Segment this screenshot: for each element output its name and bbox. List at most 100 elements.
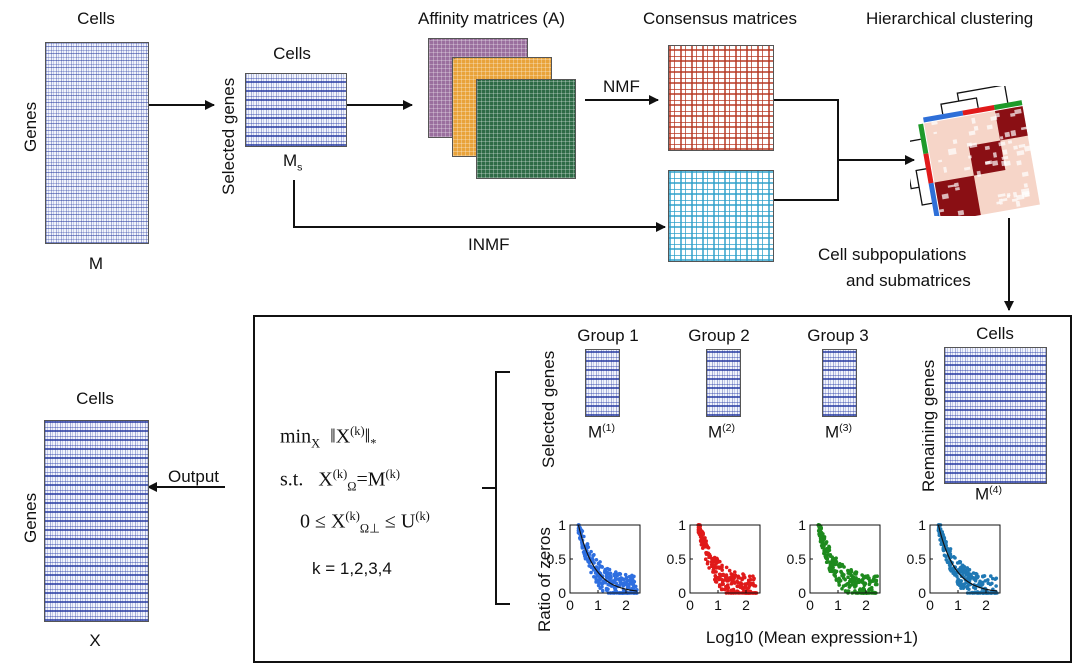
scatter-point-4 <box>964 580 968 585</box>
heatmap-speck <box>1001 197 1008 202</box>
scatter-point-2 <box>748 577 753 582</box>
heatmap-speck <box>931 121 938 126</box>
scatter-point-4 <box>964 572 969 577</box>
scatter-point-1 <box>608 574 612 579</box>
scatter-point-4 <box>994 584 998 588</box>
top-bar-3 <box>993 100 1023 110</box>
scatter-point-4 <box>961 570 966 575</box>
scatter-point-3 <box>830 559 835 563</box>
scatter-point-2 <box>745 586 750 591</box>
scatter-point-1 <box>582 534 586 539</box>
scatter-point-1 <box>618 578 623 583</box>
matrix-m <box>45 42 149 244</box>
consensus-matrix-inmf <box>668 170 774 262</box>
heatmap-speck <box>1003 160 1011 167</box>
scatter-point-2 <box>751 582 755 587</box>
heatmap-speck <box>1016 150 1025 156</box>
scatter-point-3 <box>849 569 854 574</box>
matrix-m4 <box>944 347 1047 484</box>
scatter-point-2 <box>718 574 723 579</box>
scatter-point-4 <box>955 580 960 585</box>
x-tick-label-2: 0 <box>686 597 694 613</box>
arrow-inmf <box>293 180 666 232</box>
heatmap-speck <box>1010 130 1017 137</box>
scatter-point-2 <box>706 545 711 550</box>
heatmap-speck <box>1002 149 1008 155</box>
scatter-point-2 <box>731 587 736 592</box>
scatter-point-1 <box>631 583 636 588</box>
scatter-point-3 <box>828 569 832 574</box>
scatter-point-2 <box>711 567 716 571</box>
nmf-label: NMF <box>603 77 640 96</box>
scatter-point-1 <box>623 572 628 577</box>
scatter-point-2 <box>707 553 711 557</box>
heatmap-speck <box>1011 198 1018 202</box>
scatter-point-2 <box>751 577 756 582</box>
scatter-point-3 <box>834 577 839 582</box>
inmf-label: INMF <box>468 235 510 254</box>
scatter-point-1 <box>600 588 605 593</box>
scatter-point-3 <box>842 572 846 577</box>
cluster-block-3 <box>994 106 1028 141</box>
scatter-point-1 <box>603 580 608 585</box>
heatmap-speck <box>997 193 1006 198</box>
heatmap-speck <box>984 160 993 165</box>
heatmap-speck <box>938 159 943 163</box>
matrix-m2 <box>706 349 741 417</box>
group-3-label: Group 3 <box>807 326 869 345</box>
scatter-point-2 <box>751 574 755 579</box>
scatter-point-1 <box>600 582 605 586</box>
affinity-title: Affinity matrices (A) <box>418 9 566 28</box>
scatter-point-4 <box>981 574 985 579</box>
genes-label-m: Genes <box>21 101 40 152</box>
scatter-point-2 <box>740 585 745 589</box>
scatter-point-4 <box>990 581 994 586</box>
scatter-point-4 <box>948 547 953 551</box>
cells-label-ms: Cells <box>273 44 311 63</box>
consensus-matrix-nmf <box>668 45 774 151</box>
scatter-point-3 <box>822 544 826 548</box>
scatter-point-4 <box>988 574 993 578</box>
scatter-point-4 <box>951 554 956 559</box>
scatter-point-2 <box>720 568 724 572</box>
scatter-point-1 <box>585 542 590 546</box>
scatter-point-2 <box>729 572 734 576</box>
y-tick-label-4: 1 <box>918 517 926 533</box>
cells-label-remaining: Cells <box>976 324 1014 343</box>
heatmap-speck <box>1006 194 1011 199</box>
matrix-ms-label: Ms <box>283 151 303 174</box>
bracket <box>482 371 510 605</box>
scatter-point-3 <box>841 584 846 588</box>
scatter-point-1 <box>580 544 585 549</box>
y-tick-label-4: 0 <box>918 585 926 601</box>
scatter-point-1 <box>614 577 619 581</box>
y-tick-label-1: 0 <box>558 585 566 601</box>
heatmap-speck <box>954 186 960 191</box>
y-tick-label-3: 1 <box>798 517 806 533</box>
heatmap-speck <box>943 166 948 173</box>
scatter-point-1 <box>603 567 608 572</box>
heatmap-speck <box>952 139 958 145</box>
scatter-point-4 <box>941 547 946 552</box>
scatter-point-2 <box>704 541 708 546</box>
heatmap-speck <box>992 152 998 158</box>
scatter-point-1 <box>582 554 587 558</box>
heatmap-speck <box>1024 145 1032 152</box>
dendrogram-top <box>940 86 1009 115</box>
selected-genes-label: Selected genes <box>219 77 238 195</box>
scatter-point-1 <box>624 575 629 580</box>
scatter-point-1 <box>596 580 601 585</box>
genes-label-x: Genes <box>21 492 40 543</box>
scatter-point-2 <box>709 559 714 564</box>
scatter-point-3 <box>846 575 850 579</box>
hierarchical-title: Hierarchical clustering <box>866 9 1034 28</box>
scatter-point-1 <box>614 570 618 574</box>
scatter-point-1 <box>591 568 596 572</box>
heatmap-speck <box>1015 200 1021 207</box>
scatter-point-2 <box>724 565 729 570</box>
scatter-point-4 <box>944 554 948 559</box>
scatter-point-4 <box>948 564 952 568</box>
scatter-point-3 <box>863 581 867 585</box>
scatter-point-2 <box>721 573 725 578</box>
